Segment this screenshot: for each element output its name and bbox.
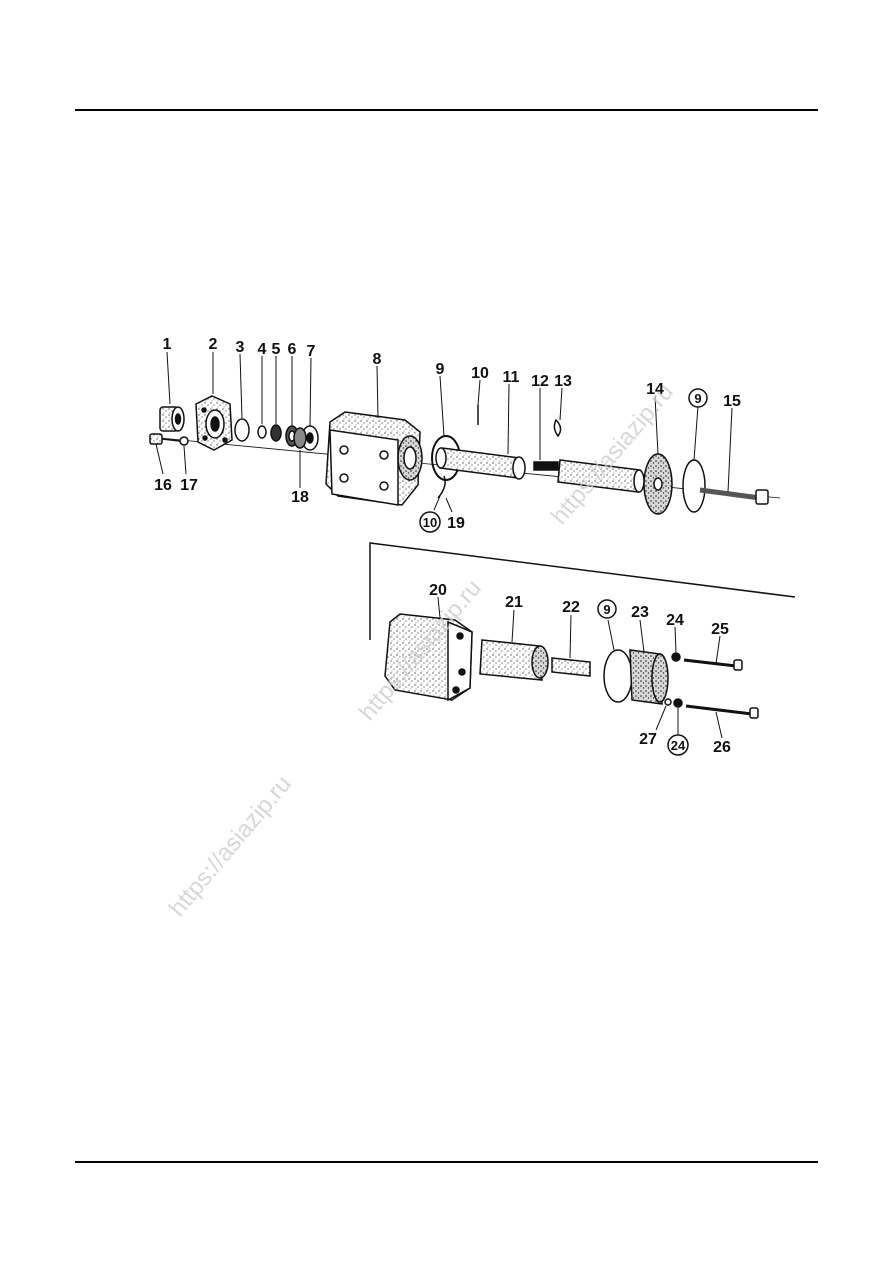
leader-lines	[155, 351, 733, 739]
callout-11: 11	[503, 369, 520, 386]
part-25-bolt	[683, 658, 743, 671]
part-22-drive	[551, 657, 591, 677]
callout-15: 15	[723, 393, 741, 410]
callout-24: 24	[666, 612, 684, 629]
callout-27: 27	[639, 731, 657, 748]
callout-14: 14	[646, 381, 664, 398]
callout-17: 17	[180, 477, 198, 494]
circled-ref-9-bottom	[597, 599, 617, 619]
part-3-o-ring	[234, 418, 250, 442]
callout-9-circled: 9	[694, 391, 701, 406]
callout-19: 19	[447, 515, 465, 532]
part-7-washer	[301, 425, 319, 451]
callout-16: 16	[154, 477, 172, 494]
part-17-washer	[179, 436, 189, 446]
callout-24-circled: 24	[671, 738, 686, 753]
part-21-rotor	[479, 639, 549, 681]
part-9-o-ring-3	[603, 649, 633, 703]
callout-1: 1	[163, 336, 172, 353]
callout-4: 4	[258, 341, 267, 358]
part-1-nut	[159, 406, 185, 432]
section-frame	[369, 542, 796, 640]
callout-18: 18	[291, 489, 309, 506]
spool	[557, 459, 645, 493]
circled-ref-24	[667, 734, 689, 756]
part-2-cover	[195, 395, 233, 451]
top-assembly	[149, 395, 781, 515]
callout-22: 22	[562, 599, 580, 616]
part-12-shaft	[533, 461, 559, 471]
part-14-plate	[643, 453, 673, 515]
callout-12: 12	[531, 373, 549, 390]
callout-20: 20	[429, 582, 447, 599]
callout-13: 13	[554, 373, 572, 390]
callout-10-circled: 10	[423, 515, 437, 530]
circled-ref-10	[419, 511, 441, 533]
part-27-washer	[664, 698, 672, 706]
callout-9: 9	[436, 361, 445, 378]
callout-21: 21	[505, 594, 523, 611]
callout-5: 5	[272, 341, 281, 358]
bottom-assembly	[369, 542, 796, 719]
part-13-key	[553, 418, 562, 438]
part-8-housing	[325, 411, 423, 506]
part-18-bearing	[293, 427, 307, 449]
callout-23: 23	[631, 604, 649, 621]
callout-3: 3	[236, 339, 245, 356]
callout-2: 2	[209, 336, 218, 353]
part-9-o-ring-2	[682, 459, 706, 513]
part-23-end-cap	[629, 649, 669, 705]
part-24-washer	[671, 652, 681, 662]
callout-26: 26	[713, 739, 731, 756]
callout-25: 25	[711, 621, 729, 638]
part-5-seal	[270, 424, 282, 442]
callout-6: 6	[288, 341, 297, 358]
part-15-bolt	[699, 487, 769, 505]
callout-8: 8	[373, 351, 382, 368]
part-4-ring	[257, 425, 267, 439]
part-20-housing	[384, 613, 473, 702]
callouts-bottom: 20 21 22 9 23 24 25 27 24 26	[429, 582, 731, 756]
watermark-1: https://asiazip.ru	[164, 771, 297, 922]
part-24-washer-2	[673, 698, 683, 708]
circled-ref-9-top	[688, 388, 708, 408]
part-26-bolt	[685, 704, 759, 719]
callout-9-circled-bottom: 9	[603, 602, 610, 617]
callout-7: 7	[307, 343, 316, 360]
part-11-sleeve	[435, 447, 526, 480]
part-16-bolt	[149, 433, 181, 445]
callout-10: 10	[471, 365, 489, 382]
callouts-top: 1 2 3 4 5 6 7 8 9 10 11 12 13 14 9 15 16…	[154, 336, 741, 533]
